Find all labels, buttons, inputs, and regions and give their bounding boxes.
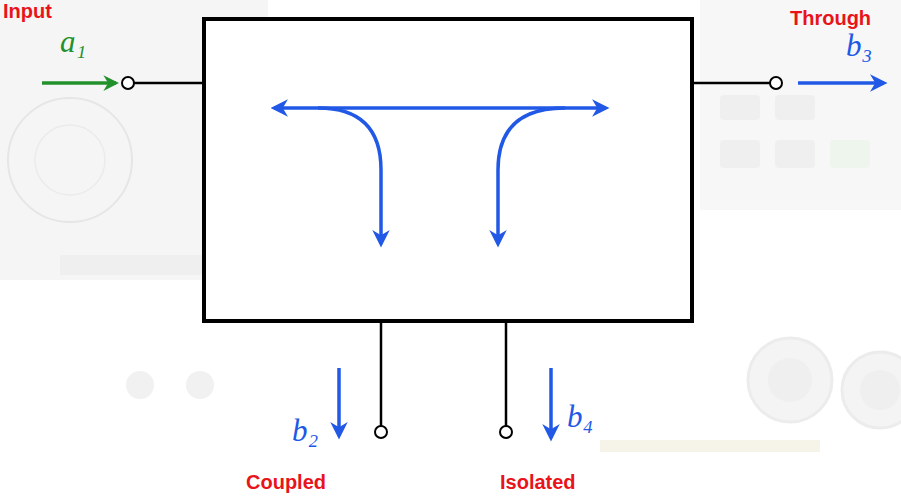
button [830,140,870,168]
button [775,140,815,168]
probe-socket [126,371,154,399]
button-panel [700,0,901,210]
wave-symbol: a₁ [60,24,86,60]
port-terminals [122,77,782,438]
button [720,95,760,120]
wave-symbol: b₂ [292,413,318,449]
isolated-wire [505,320,508,426]
coupled-arrow [318,108,381,244]
isolated-arrow [498,108,565,244]
probe-socket [186,371,214,399]
port-name: Input [3,0,52,23]
port-name: Coupled [246,471,326,494]
port-connector-core [860,370,900,410]
port-terminal [375,426,387,438]
incident-wave-arrow [42,81,116,85]
smith-chart [8,98,132,222]
outgoing-wave-arrows [339,83,884,438]
port-terminal [770,77,782,89]
port-terminal [122,77,134,89]
button [720,140,760,168]
warning-strip [600,440,820,452]
smith-chart-ring [35,125,105,195]
port-connector [842,352,901,428]
wave-arrow [798,81,884,85]
coupler-body [204,19,692,321]
wave-arrow [337,368,341,436]
port-name: Through [790,7,871,30]
port-name: Isolated [500,471,576,494]
wave-symbol: b₄ [567,399,593,435]
wave-symbol: b₃ [846,28,872,64]
port-terminal [500,426,512,438]
button [775,95,815,120]
port-connector-core [768,358,812,402]
through-wire [690,82,770,85]
port-connector [748,338,832,422]
wave-arrow [549,368,553,438]
input-wire [134,82,205,85]
signal-flow [274,108,606,244]
coupled-wire [380,320,383,426]
background-photo [0,0,901,452]
